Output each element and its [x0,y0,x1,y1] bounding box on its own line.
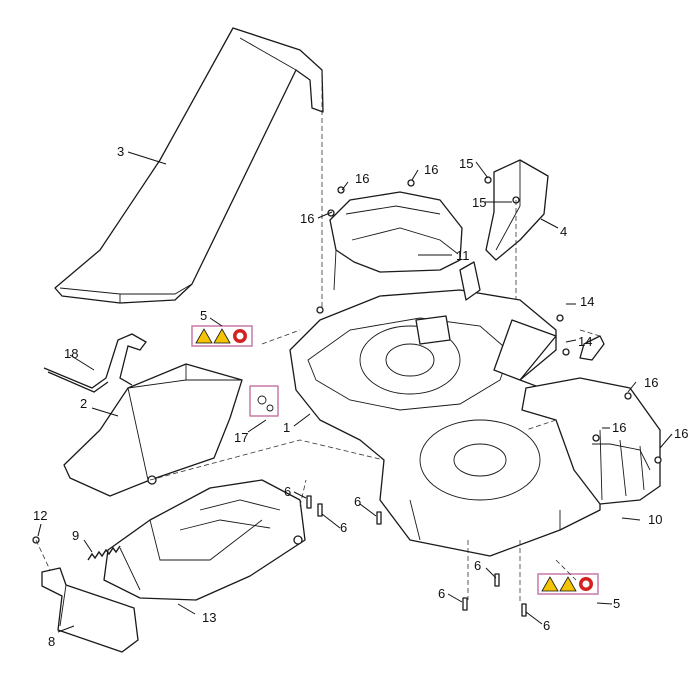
callout-16-cover-mid: 16 [355,171,369,186]
callout-12: 12 [33,508,47,523]
callout-6-e: 6 [438,586,445,601]
callout-15-lower: 15 [472,195,486,210]
undercover [103,479,306,601]
callout-6-a: 6 [284,484,291,499]
callout-16-rear-right: 16 [674,426,688,441]
warning-triangle-icon [195,328,213,344]
assembly-lines [35,70,601,604]
callout-2: 2 [80,396,87,411]
callout-4: 4 [560,224,567,239]
hand-hazard-icon [559,576,577,592]
callout-10: 10 [648,512,662,527]
callout-9: 9 [72,528,79,543]
wire-rod [43,333,147,393]
rear-housing [521,377,661,505]
callout-3: 3 [117,144,124,159]
belt-cover [329,191,463,291]
small-component-17 [249,385,279,417]
warning-triangle-icon [541,576,559,592]
warning-label-lower [537,573,599,595]
leader-lines [37,151,673,633]
callout-17: 17 [234,430,248,445]
grass-bag [63,363,243,497]
warning-label-upper [191,325,253,347]
callout-14-upper: 14 [580,294,594,309]
callout-6-d: 6 [474,558,481,573]
callout-16-cover-right: 16 [424,162,438,177]
spring [87,545,121,561]
lever-rods [556,314,605,361]
grass-chute [54,27,324,304]
callout-8: 8 [48,634,55,649]
callout-5-upper: 5 [200,308,207,323]
callout-13: 13 [202,610,216,625]
no-entry-icon [579,577,593,591]
bracket [41,567,139,653]
callout-16-cover-left: 16 [300,211,314,226]
callout-6-c: 6 [354,494,361,509]
deflector [485,159,549,261]
callout-16-rear-top: 16 [644,375,658,390]
callout-18: 18 [64,346,78,361]
callout-5-lower: 5 [613,596,620,611]
callout-6-b: 6 [340,520,347,535]
callout-11: 11 [456,248,470,263]
callout-6-f: 6 [543,618,550,633]
callout-labels: 3 11 4 5 2 18 17 1 5 10 13 8 9 12 14 14 … [33,144,688,649]
callout-14-lower: 14 [578,334,592,349]
no-entry-icon [233,329,247,343]
mower-deck [289,261,601,557]
callout-16-rear-mid: 16 [612,420,626,435]
hand-hazard-icon [213,328,231,344]
callout-15-upper: 15 [459,156,473,171]
fasteners [32,176,662,617]
callout-1: 1 [283,420,290,435]
